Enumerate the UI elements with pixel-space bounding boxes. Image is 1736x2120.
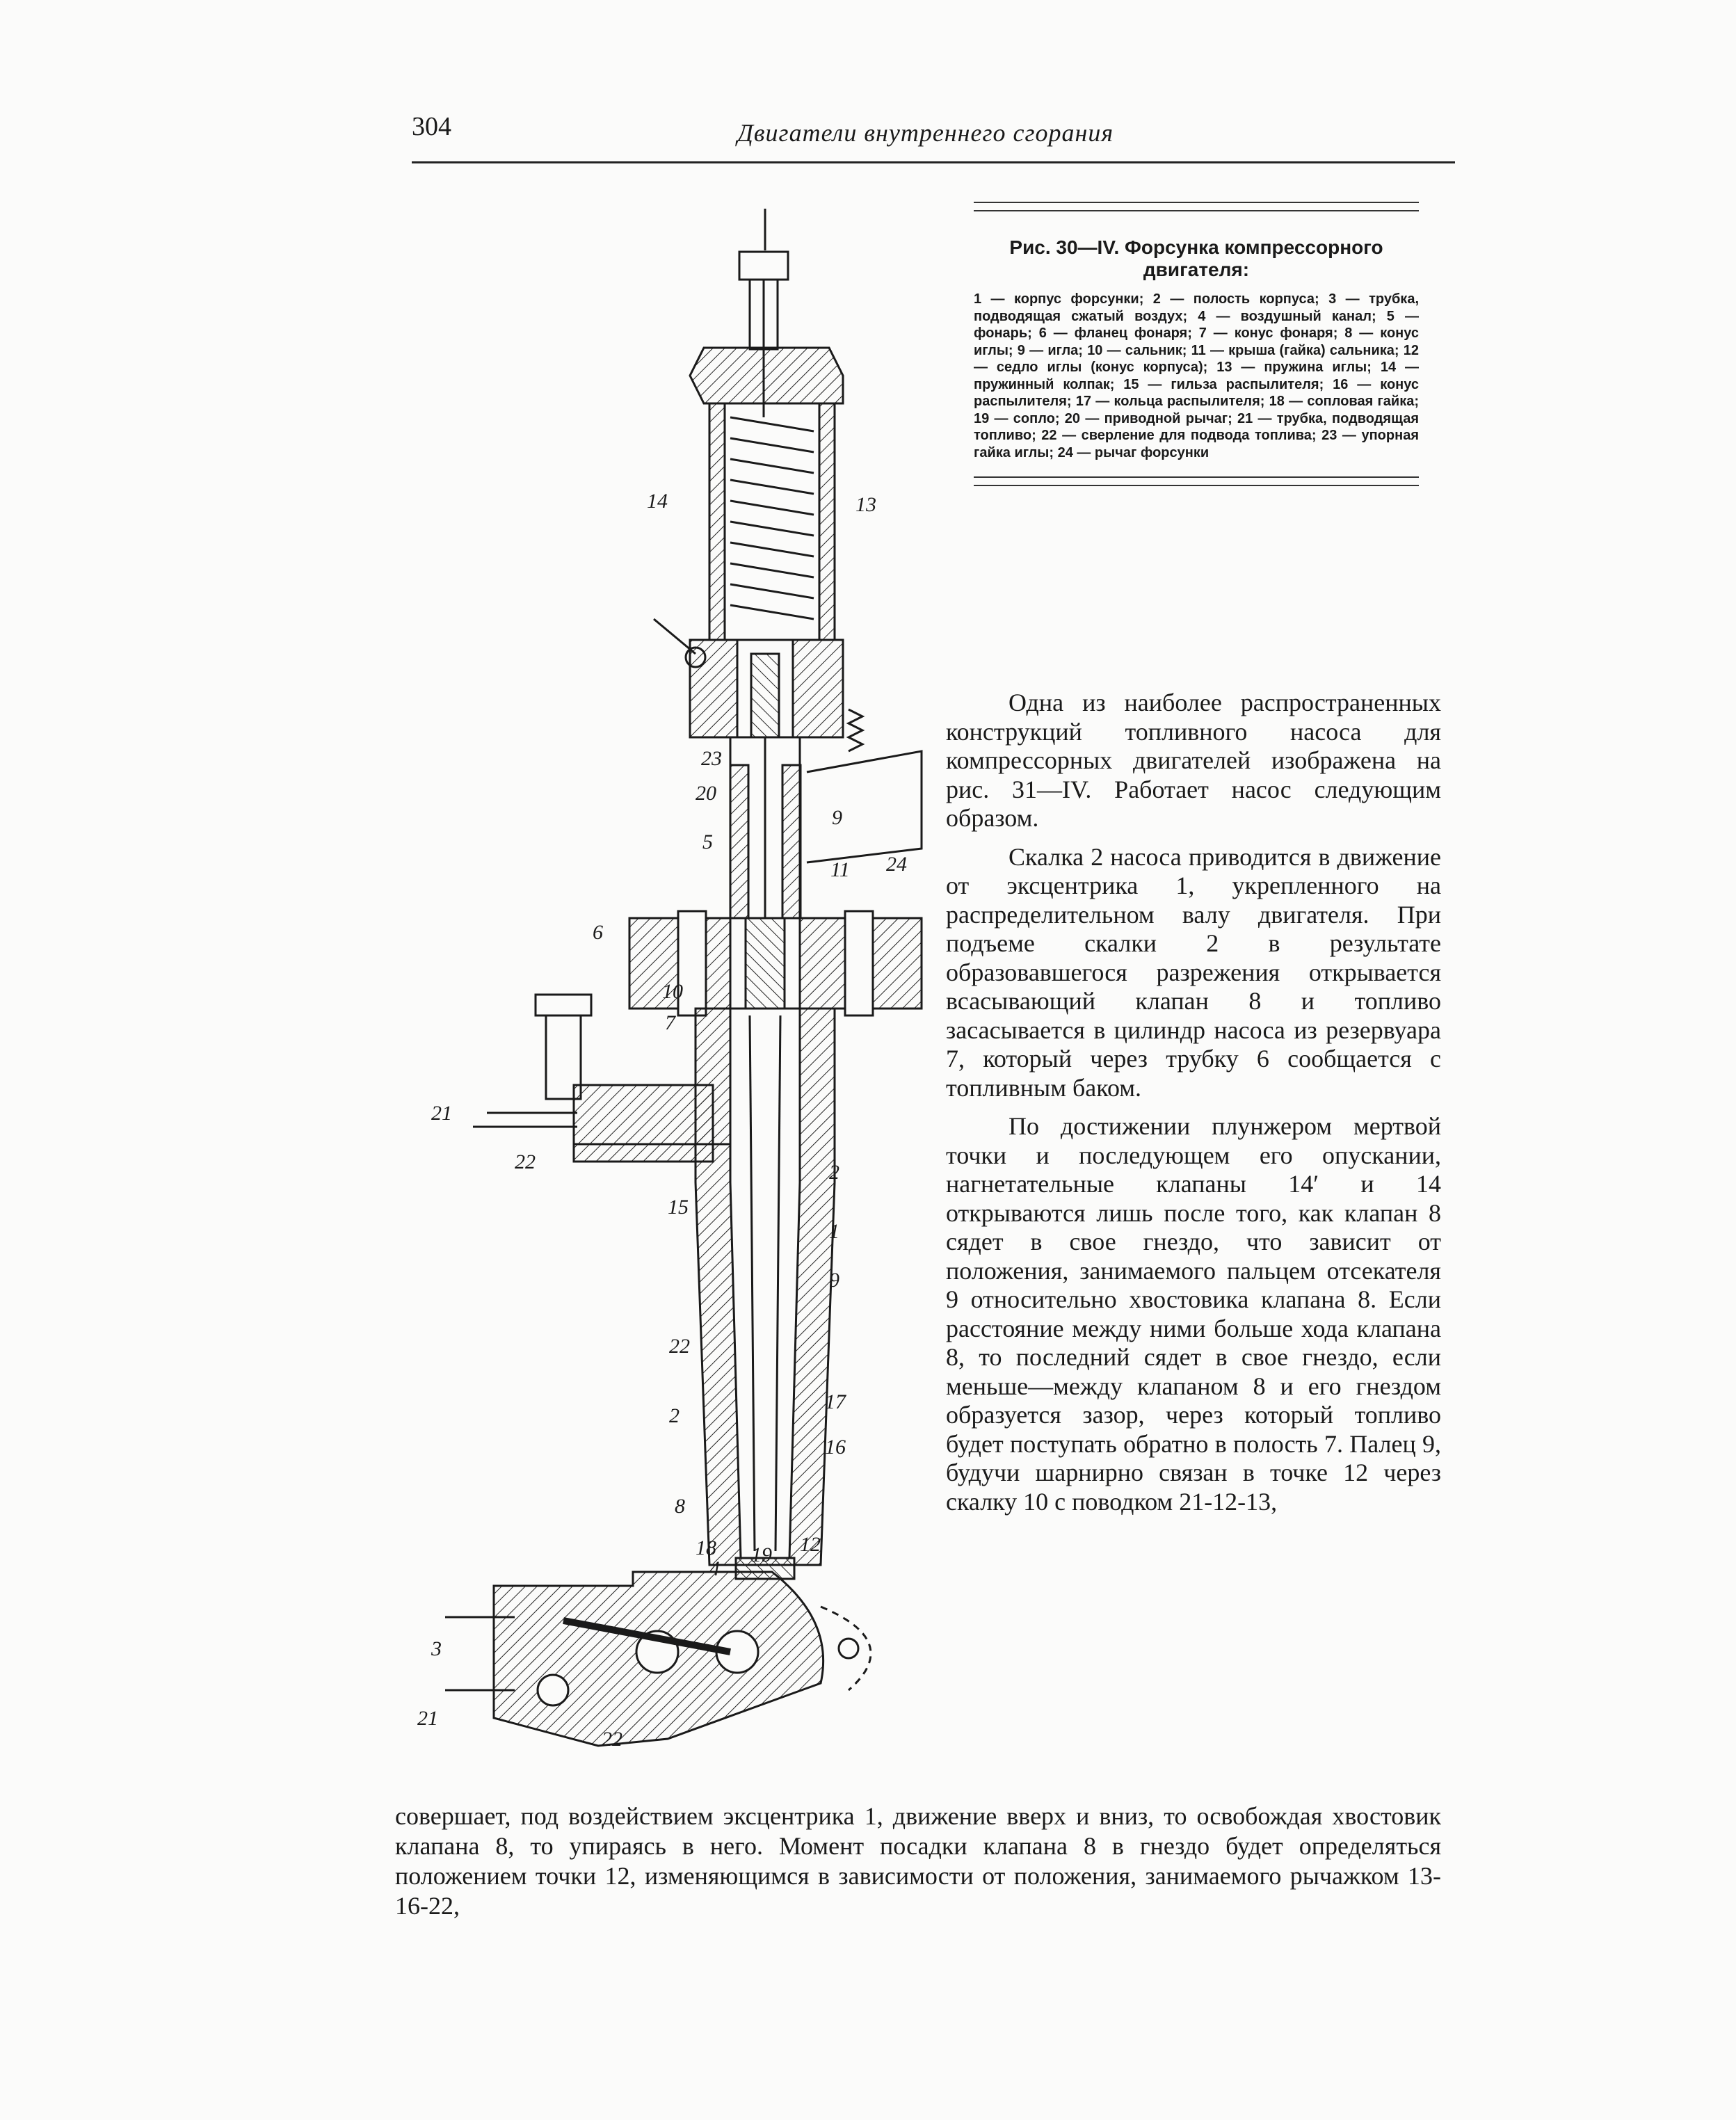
callout-24: 24 [886, 853, 907, 876]
callout-15: 15 [668, 1196, 689, 1219]
callout-4: 4 [709, 1557, 720, 1580]
figure-caption: Рис. 30—IV. Форсунка компрессорного двиг… [974, 202, 1419, 486]
caption-title: Рис. 30—IV. Форсунка компрессорного двиг… [1009, 236, 1383, 280]
paragraph-2: Скалка 2 насоса приводится в движение от… [946, 842, 1441, 1102]
callout-5: 5 [702, 830, 713, 853]
callout-2b: 2 [669, 1404, 680, 1427]
callout-12: 12 [800, 1533, 821, 1556]
injector-drawing: 14 13 23 20 9 5 24 11 6 10 7 21 22 2 15 … [417, 209, 923, 1751]
callout-23: 23 [701, 747, 722, 770]
callout-16: 16 [825, 1436, 846, 1459]
paragraph-3: По достижении плунжером мертвой точки и … [946, 1112, 1441, 1516]
callout-3: 3 [431, 1637, 442, 1660]
body-column: Одна из наиболее распространенных констр… [946, 689, 1441, 1526]
callout-10: 10 [662, 980, 683, 1003]
callout-21b: 21 [417, 1707, 438, 1730]
callout-7: 7 [665, 1011, 677, 1034]
callout-9: 9 [832, 806, 842, 829]
callout-6: 6 [593, 921, 603, 944]
paragraph-1: Одна из наиболее распространенных констр… [946, 689, 1441, 832]
callout-22c: 22 [602, 1728, 622, 1751]
callout-21a: 21 [431, 1102, 452, 1125]
callout-8: 8 [675, 1495, 685, 1518]
paragraph-4: совершает, под воздействием эксцентрика … [395, 1802, 1441, 1920]
callout-17: 17 [825, 1390, 847, 1413]
caption-bottom-rule [974, 476, 1419, 486]
callout-2a: 2 [829, 1161, 839, 1184]
callout-14: 14 [647, 490, 668, 513]
callout-1: 1 [829, 1220, 839, 1243]
page-number: 304 [412, 112, 451, 141]
callout-9b: 9 [829, 1269, 839, 1292]
callout-22a: 22 [515, 1150, 536, 1173]
callout-13: 13 [855, 493, 876, 516]
callout-18: 18 [696, 1536, 716, 1559]
caption-legend: 1 — корпус форсунки; 2 — полость корпуса… [974, 291, 1419, 460]
body-full-width: совершает, под воздействием эксцентрика … [395, 1801, 1441, 1921]
callout-11: 11 [830, 858, 850, 881]
callout-19: 19 [751, 1543, 772, 1566]
caption-top-rule [974, 202, 1419, 211]
callout-20: 20 [696, 782, 716, 805]
header-rule [412, 161, 1455, 163]
callout-22b: 22 [669, 1335, 690, 1358]
running-head: Двигатели внутреннего сгорания [737, 119, 1114, 147]
